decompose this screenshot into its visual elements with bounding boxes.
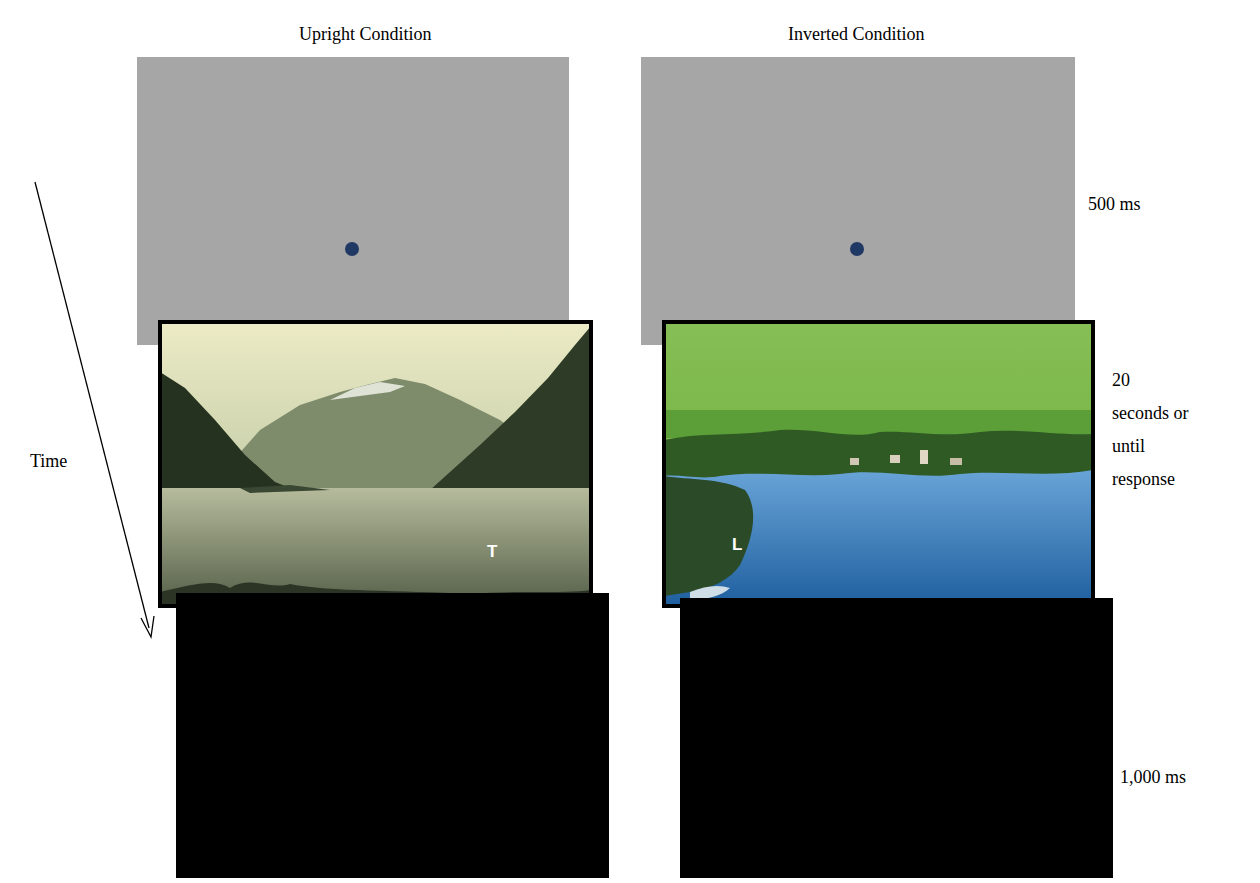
target-letter: L xyxy=(732,536,742,553)
condition-heading: Inverted Condition xyxy=(788,24,924,46)
duration-label: 1,000 ms xyxy=(1120,767,1186,789)
stimulus-frame: L xyxy=(662,320,1095,608)
axis-label: Time xyxy=(30,451,67,473)
fixation-screen xyxy=(137,57,569,345)
target-letter: T xyxy=(487,543,497,560)
duration-label: 500 ms xyxy=(1088,194,1141,216)
fixation-dot xyxy=(345,242,359,256)
inverted-scene xyxy=(664,322,1093,606)
stimulus-frame: T xyxy=(158,320,593,608)
upright-scene xyxy=(160,322,591,606)
condition-heading: Upright Condition xyxy=(299,24,432,46)
blank-screen xyxy=(176,593,609,878)
time-arrow xyxy=(35,182,154,637)
fixation-screen xyxy=(641,57,1075,345)
fixation-dot xyxy=(850,242,864,256)
duration-label: 20 seconds or until response xyxy=(1112,364,1190,496)
blank-screen xyxy=(680,598,1113,878)
